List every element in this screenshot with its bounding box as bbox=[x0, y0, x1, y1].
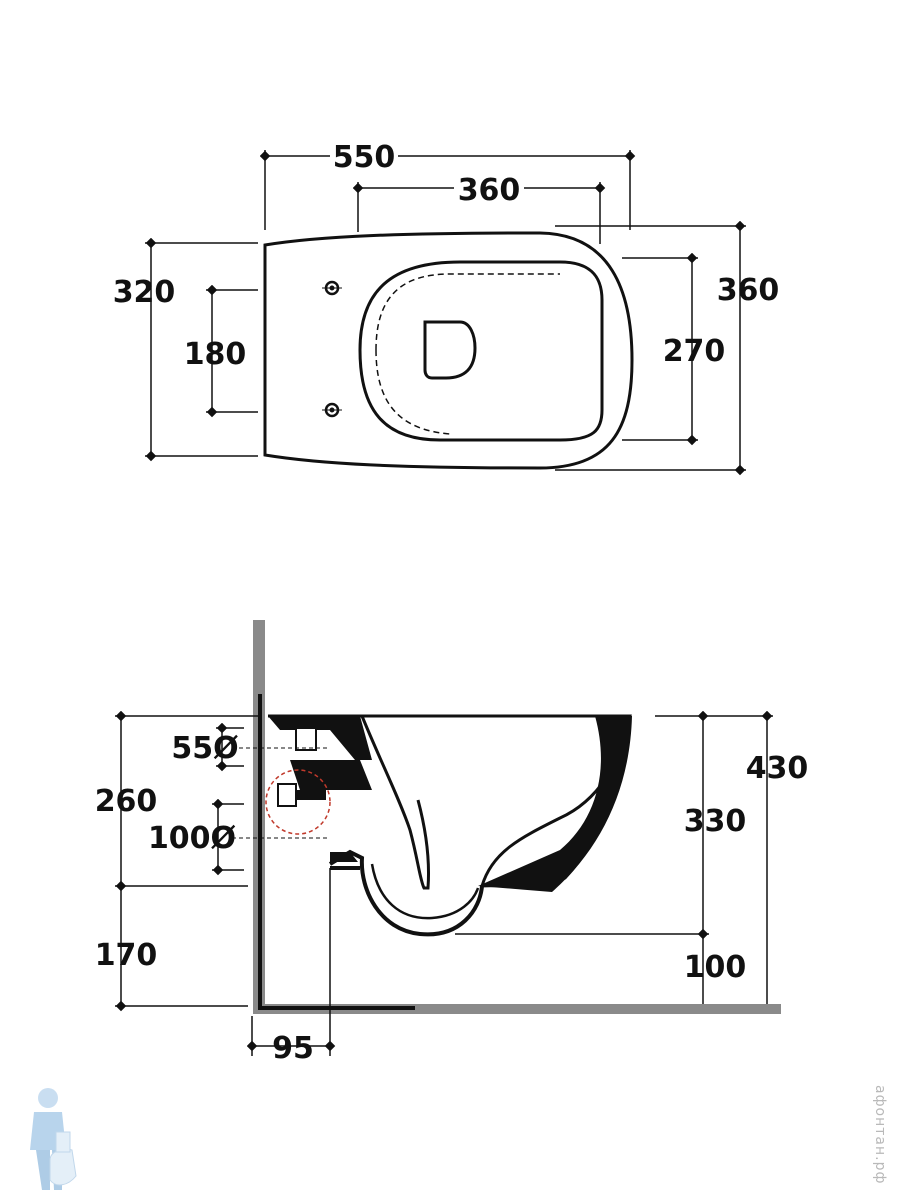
rear-cavity bbox=[290, 760, 372, 790]
detail-circle bbox=[265, 769, 331, 835]
fixing-bolt-bottom bbox=[322, 402, 342, 418]
dim-pipe-55: 55Ø bbox=[171, 731, 238, 766]
outlet-stub bbox=[330, 852, 358, 862]
bowl-outline bbox=[263, 231, 634, 470]
dim-total-height: 430 bbox=[746, 751, 809, 786]
dim-width-overall: 550 bbox=[333, 140, 396, 175]
dim-lines-top bbox=[145, 150, 746, 476]
drain-outline bbox=[423, 320, 477, 380]
bowl-front bbox=[478, 716, 632, 892]
trap-curve bbox=[328, 849, 484, 937]
rear-block bbox=[268, 716, 372, 760]
dim-fixing-spacing: 180 bbox=[184, 337, 247, 372]
wall-line bbox=[258, 694, 415, 1010]
dim-bowl-depth: 330 bbox=[684, 804, 747, 839]
dim-height-left: 320 bbox=[113, 275, 176, 310]
bowl-inner-wall bbox=[360, 715, 430, 890]
watermark: афонтан.рф bbox=[872, 1085, 888, 1185]
dim-pipe-100: 100Ø bbox=[148, 821, 236, 856]
dim-wall-offset: 95 bbox=[272, 1031, 314, 1066]
inlet-pipe bbox=[277, 783, 297, 807]
bowl-rim bbox=[358, 260, 604, 442]
rim-dashed-line bbox=[375, 273, 560, 351]
trap-inner bbox=[370, 863, 480, 920]
dim-height-right: 360 bbox=[717, 273, 780, 308]
dim-floor-gap: 170 bbox=[95, 938, 158, 973]
dim-bowl-inner: 270 bbox=[663, 334, 726, 369]
top-view bbox=[145, 150, 746, 476]
inlet-connector bbox=[296, 790, 326, 800]
side-view bbox=[115, 620, 781, 1056]
dim-rear-height: 260 bbox=[95, 784, 158, 819]
dim-lines-side bbox=[115, 710, 773, 1056]
fixing-bolt-top bbox=[322, 280, 342, 296]
dim-width-bowl: 360 bbox=[458, 173, 521, 208]
floor bbox=[253, 1004, 781, 1014]
dim-outlet-height: 100 bbox=[684, 950, 747, 985]
plumber-logo bbox=[30, 1088, 77, 1190]
